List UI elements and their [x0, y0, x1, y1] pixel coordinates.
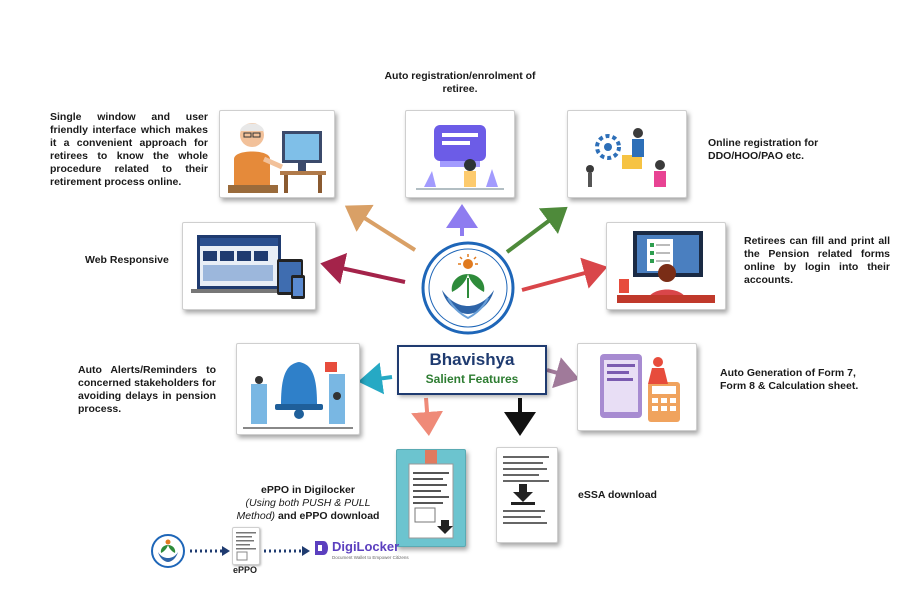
caption-eppo: ePPO in Digilocker (Using both PUSH & PU… [228, 484, 388, 523]
center-subtitle: Salient Features [425, 372, 519, 386]
caption-auto-registration: Auto registration/enrolment of retiree. [384, 70, 536, 95]
card-online-registration [567, 110, 687, 198]
arrow-to-fill-print [521, 257, 608, 292]
digilocker-name: DigiLocker [332, 539, 400, 554]
caption-fill-print: Retirees can fill and print all the Pens… [744, 235, 890, 286]
eppo-line3: Method) and ePPO download [228, 510, 388, 523]
card-auto-generation [577, 343, 697, 431]
gear-icon [595, 134, 621, 160]
digilocker-icon [315, 541, 328, 555]
small-bhavishya-logo [151, 534, 185, 568]
caption-single-window: Single window and user friendly interfac… [50, 111, 208, 188]
arrow-to-eppo [411, 397, 444, 436]
caption-web-responsive: Web Responsive [85, 254, 169, 266]
card-essa [496, 447, 558, 543]
caption-essa: eSSA download [578, 489, 657, 501]
card-fill-print [606, 222, 726, 310]
bhavishya-logo [421, 241, 515, 335]
arrow-to-auto-alerts [358, 362, 393, 395]
dotted-arrow-eppo-to-digilocker [264, 546, 310, 556]
arrow-to-online-registration [505, 206, 568, 254]
card-web-responsive [182, 222, 316, 310]
arrow-to-single-window [344, 204, 417, 252]
caption-auto-generation: Auto Generation of Form 7, Form 8 & Calc… [720, 367, 859, 392]
digilocker-tagline: Document Wallet to Empower Citizens [332, 555, 409, 560]
center-title-box: Bhavishya Salient Features [397, 345, 547, 395]
center-title: Bhavishya [429, 350, 515, 369]
eppo-small-doc [232, 527, 260, 565]
arrow-to-auto-generation [546, 357, 580, 389]
eppo-line3-italic: Method) [236, 510, 276, 522]
caption-online-registration: Online registration for DDO/HOO/PAO etc. [708, 137, 819, 162]
dotted-arrow-logo-to-eppo [190, 546, 230, 556]
caption-auto-alerts: Auto Alerts/Reminders to concerned stake… [78, 364, 216, 415]
download-icon [437, 520, 453, 534]
eppo-line2: (Using both PUSH & PULL [245, 497, 371, 509]
eppo-small-label: ePPO [233, 565, 258, 575]
download-icon [513, 484, 533, 502]
card-auto-registration [405, 110, 515, 198]
eppo-line3-rest: and ePPO download [275, 510, 380, 522]
digilocker-logo: DigiLocker Document Wallet to Empower Ci… [312, 537, 409, 565]
bell-icon [281, 362, 317, 404]
eppo-line1: ePPO in Digilocker [261, 484, 355, 496]
card-single-window [219, 110, 335, 198]
card-eppo [396, 449, 466, 547]
arrow-to-web-responsive [320, 252, 406, 285]
sun-icon [463, 259, 473, 269]
card-auto-alerts [236, 343, 360, 435]
